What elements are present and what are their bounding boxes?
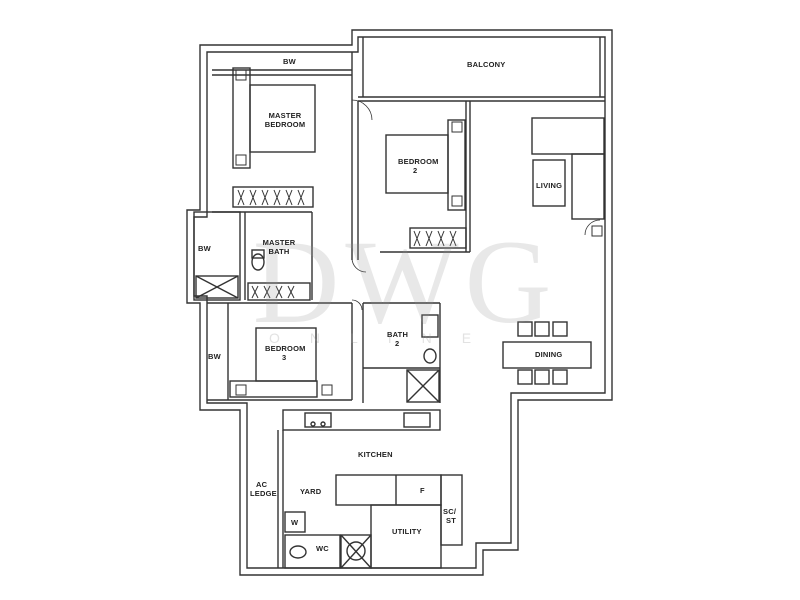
label-utility: UTILITY	[392, 527, 422, 536]
label-bw-lower: BW	[208, 352, 221, 361]
label-bedroom-2-num: 2	[413, 166, 418, 175]
dining-table	[502, 341, 592, 369]
label-fridge: F	[420, 486, 425, 495]
kitchen-cabinet	[335, 474, 442, 506]
sofa	[531, 117, 605, 155]
wc-room	[284, 534, 341, 569]
shower-2	[406, 369, 440, 403]
label-balcony: BALCONY	[467, 60, 506, 69]
label-yard: YARD	[300, 487, 322, 496]
outer-wall	[186, 29, 613, 576]
label-wc: WC	[316, 544, 329, 553]
label-kitchen: KITCHEN	[358, 450, 393, 459]
label-ac-ledge: AC	[256, 480, 268, 489]
label-bath-2: BATH	[387, 330, 409, 339]
kitchen-counter	[282, 409, 441, 431]
utility-room	[370, 504, 442, 569]
label-washer: W	[291, 518, 299, 527]
label-store: SC/	[443, 507, 457, 516]
bedside-tables	[235, 69, 603, 396]
wardrobe-hatch	[237, 189, 457, 299]
master-wardrobe	[232, 186, 314, 208]
bw-left-box	[193, 211, 241, 301]
label-bw-top: BW	[283, 57, 296, 66]
label-store-2: ST	[446, 516, 456, 525]
label-bath-2-num: 2	[395, 339, 400, 348]
label-bw-left: BW	[198, 244, 211, 253]
bedroom2-wardrobe	[409, 227, 467, 249]
label-bedroom-2: BEDROOM	[398, 157, 439, 166]
label-dining: DINING	[535, 350, 563, 359]
label-master-bath: MASTER BATH	[262, 238, 296, 256]
label-bedroom-3: BEDROOM	[265, 344, 306, 353]
living-table	[532, 159, 566, 207]
master-bath-wardrobe	[247, 282, 311, 301]
label-living: LIVING	[536, 181, 563, 190]
washer-box	[284, 511, 306, 533]
label-master-bedroom: MASTER BEDROOM	[264, 111, 306, 129]
label-ac-ledge-2: LEDGE	[250, 489, 277, 498]
label-bedroom-3-num: 3	[282, 353, 287, 362]
